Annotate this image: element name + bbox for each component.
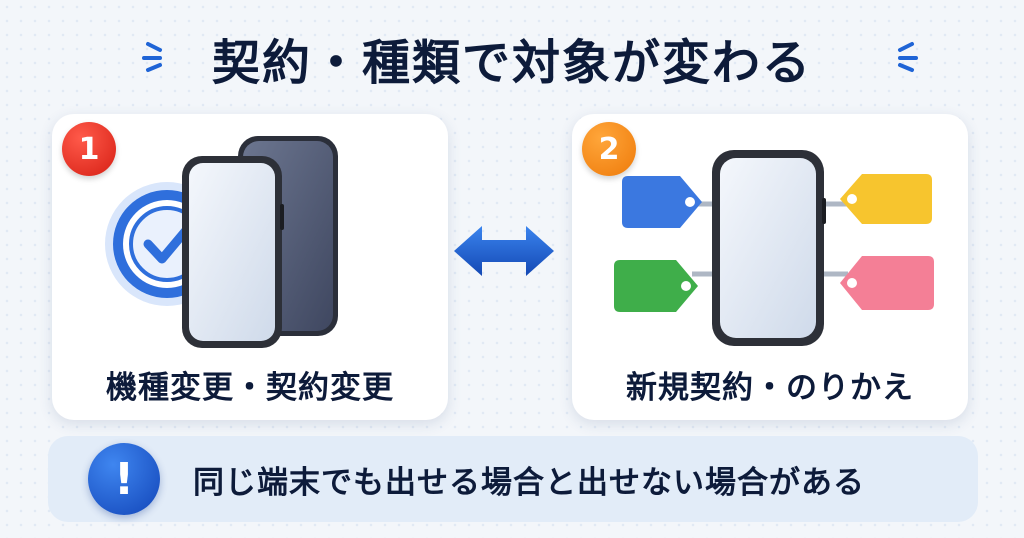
front-phone (182, 156, 284, 348)
card-new-contract: 2 (572, 114, 968, 420)
spark-left-icon (142, 42, 162, 72)
notice-text: 同じ端末でも出せる場合と出せない場合がある (193, 464, 865, 501)
card-device-change: 1 機 (52, 114, 448, 420)
phones-illustration (105, 136, 338, 348)
page-title: 契約・種類で対象が変わる (211, 35, 812, 91)
number-badge-1: 1 (62, 122, 116, 176)
number-badge-2: 2 (582, 122, 636, 176)
price-tag-yellow-icon (840, 174, 932, 224)
center-phone (712, 150, 826, 346)
notice-banner: ! 同じ端末でも出せる場合と出せない場合がある (48, 436, 978, 522)
price-tag-pink-icon (840, 256, 934, 310)
exclamation-icon: ! (88, 443, 160, 515)
spark-right-icon (898, 42, 918, 72)
phone-tags-illustration (614, 150, 934, 346)
card-label-new-contract: 新規契約・のりかえ (626, 370, 914, 406)
price-tag-green-icon (614, 260, 698, 312)
card-label-device-change: 機種変更・契約変更 (106, 370, 394, 406)
price-tag-blue-icon (622, 176, 702, 228)
title-row: 契約・種類で対象が変わる (0, 18, 1024, 98)
double-arrow-icon (454, 226, 554, 276)
